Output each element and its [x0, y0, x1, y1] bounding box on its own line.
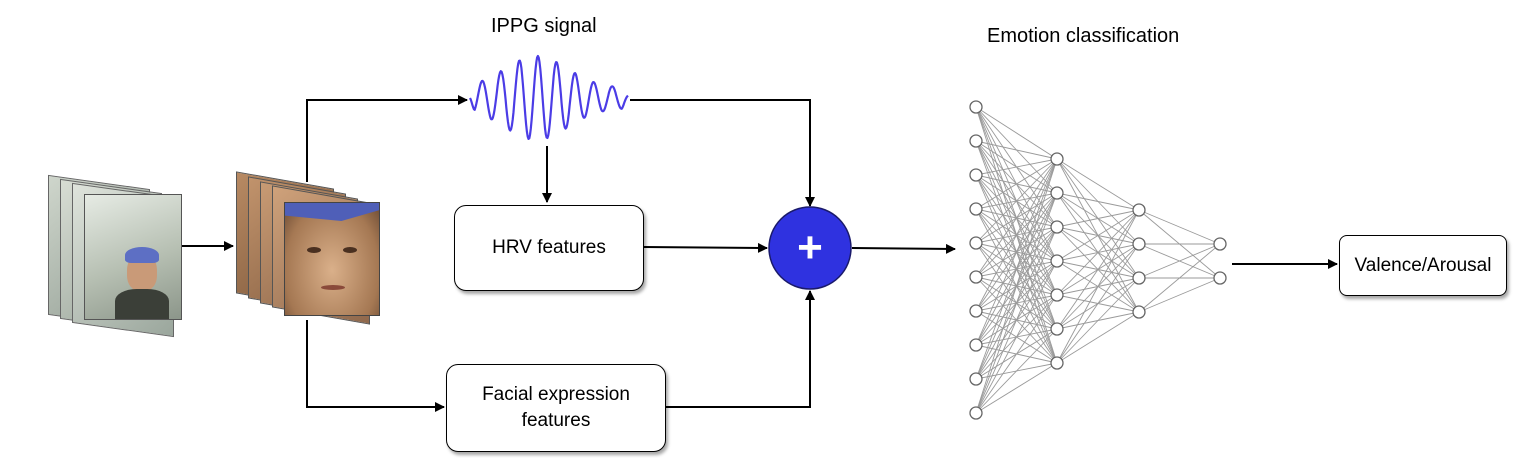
arrow-facial-to-fusion	[665, 290, 815, 408]
hrv-features-box: HRV features	[454, 205, 644, 291]
network-connection	[1056, 209, 1140, 262]
arrow-faces-to-facial	[306, 320, 445, 412]
network-neuron-layer-2	[1050, 322, 1064, 336]
fusion-node	[768, 206, 852, 290]
network-connection	[1056, 209, 1140, 296]
network-neuron-layer-3	[1132, 305, 1146, 319]
network-connection	[1056, 243, 1140, 364]
network-neuron-layer-1	[969, 338, 983, 352]
network-connection	[975, 158, 1058, 380]
network-connection	[975, 192, 1058, 414]
network-connection	[975, 294, 1058, 414]
network-connection	[975, 260, 1058, 414]
network-neuron-layer-2	[1050, 288, 1064, 302]
network-neuron-layer-2	[1050, 356, 1064, 370]
network-connection	[1138, 209, 1221, 245]
network-connection	[1056, 192, 1140, 211]
network-connection	[975, 158, 1058, 244]
valence-arousal-label: Valence/Arousal	[1354, 254, 1492, 276]
network-neuron-layer-1	[969, 236, 983, 250]
network-neuron-layer-3	[1132, 203, 1146, 217]
network-connection	[1056, 311, 1140, 364]
network-neuron-layer-2	[1050, 186, 1064, 200]
network-connection	[975, 158, 1058, 414]
arrow-faces-to-ippg	[306, 95, 468, 182]
network-connection	[975, 106, 1058, 160]
network-connection	[975, 226, 1058, 414]
neural-network	[969, 100, 1227, 420]
hrv-features-label: HRV features	[492, 237, 606, 258]
network-connection	[975, 158, 1058, 346]
network-neuron-layer-1	[969, 100, 983, 114]
network-neuron-layer-4	[1213, 271, 1227, 285]
network-neuron-layer-1	[969, 168, 983, 182]
network-connection	[1138, 277, 1221, 313]
arrow-ippg-to-fusion	[630, 99, 815, 207]
network-connection	[1056, 209, 1140, 364]
network-neuron-layer-3	[1132, 237, 1146, 251]
valence-arousal-box: Valence/Arousal	[1339, 235, 1507, 296]
ippg-signal-label: IPPG signal	[491, 15, 597, 37]
fusion-plus-icon: +	[797, 223, 823, 272]
network-neuron-layer-2	[1050, 220, 1064, 234]
ippg-waveform	[469, 54, 629, 140]
network-connection	[975, 140, 1058, 160]
network-neuron-layer-1	[969, 270, 983, 284]
face-crop-image	[285, 203, 379, 221]
facial-expression-label-line2: features	[521, 410, 591, 431]
facial-expression-label-line1: Facial expression	[482, 384, 630, 405]
network-connection	[1056, 277, 1140, 364]
network-connection	[975, 158, 1058, 210]
network-neuron-layer-1	[969, 202, 983, 216]
network-neuron-layer-4	[1213, 237, 1227, 251]
video-frames	[48, 174, 183, 338]
network-connection	[1056, 158, 1140, 211]
facial-expression-box: Facial expression features	[446, 364, 666, 452]
network-neuron-layer-1	[969, 304, 983, 318]
network-neuron-layer-1	[969, 134, 983, 148]
network-neuron-layer-1	[969, 372, 983, 386]
network-connection	[975, 158, 1058, 176]
network-connection	[1138, 243, 1221, 279]
network-connection	[1138, 243, 1221, 313]
arrow-fusion-to-network	[851, 243, 956, 254]
emotion-classification-label: Emotion classification	[987, 25, 1180, 47]
arrow-hrv-to-fusion	[642, 242, 768, 253]
network-neuron-layer-2	[1050, 254, 1064, 268]
network-connection	[975, 362, 1058, 414]
network-connection	[975, 158, 1058, 312]
face-crops	[236, 171, 381, 325]
network-neuron-layer-1	[969, 406, 983, 420]
network-connection	[975, 328, 1058, 414]
network-neuron-layer-2	[1050, 152, 1064, 166]
network-connection	[1056, 209, 1140, 330]
network-connection	[1056, 209, 1140, 228]
network-neuron-layer-3	[1132, 271, 1146, 285]
network-connection	[975, 158, 1058, 278]
